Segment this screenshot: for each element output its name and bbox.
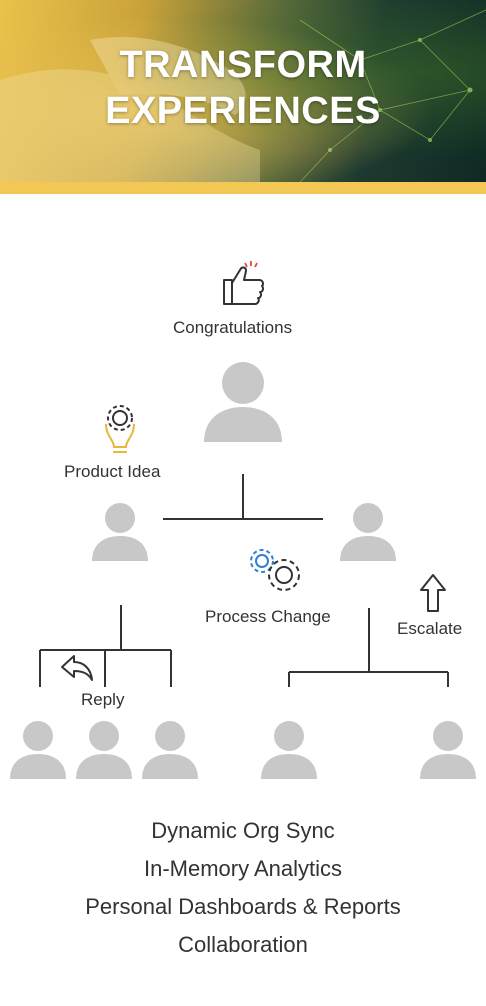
hero-title-line1: TRANSFORM bbox=[119, 44, 367, 86]
person-bottom-4 bbox=[261, 721, 317, 779]
thumbs-up-icon bbox=[223, 261, 265, 305]
feature-item: Dynamic Org Sync bbox=[151, 818, 335, 843]
person-right-mid bbox=[340, 503, 396, 561]
feature-item: Personal Dashboards & Reports bbox=[85, 894, 401, 919]
reply-arrow-icon bbox=[61, 655, 93, 681]
label-congratulations: Congratulations bbox=[173, 318, 293, 337]
feature-item: Collaboration bbox=[178, 932, 308, 957]
person-bottom-5 bbox=[420, 721, 476, 779]
arrow-up-icon bbox=[420, 574, 446, 612]
person-top bbox=[204, 362, 282, 442]
hero-banner: TRANSFORM EXPERIENCES bbox=[0, 0, 486, 182]
org-diagram bbox=[10, 261, 476, 779]
label-product-idea: Product Idea bbox=[64, 462, 161, 481]
person-bottom-1 bbox=[10, 721, 66, 779]
hero-accent-band bbox=[0, 182, 486, 194]
label-reply: Reply bbox=[81, 690, 125, 709]
person-bottom-2 bbox=[76, 721, 132, 779]
feature-list: Dynamic Org Sync In-Memory Analytics Per… bbox=[0, 812, 486, 964]
lightbulb-gear-icon bbox=[105, 405, 135, 453]
handshake-illustration bbox=[0, 36, 260, 182]
person-bottom-3 bbox=[142, 721, 198, 779]
label-escalate: Escalate bbox=[397, 619, 463, 638]
label-process-change: Process Change bbox=[205, 607, 331, 626]
person-left-mid bbox=[92, 503, 148, 561]
connector-lines bbox=[39, 474, 449, 687]
feature-item: In-Memory Analytics bbox=[143, 856, 343, 881]
gears-icon bbox=[250, 549, 300, 591]
hero-network-decoration bbox=[299, 9, 486, 182]
hero-title-line2: EXPERIENCES bbox=[105, 90, 381, 132]
